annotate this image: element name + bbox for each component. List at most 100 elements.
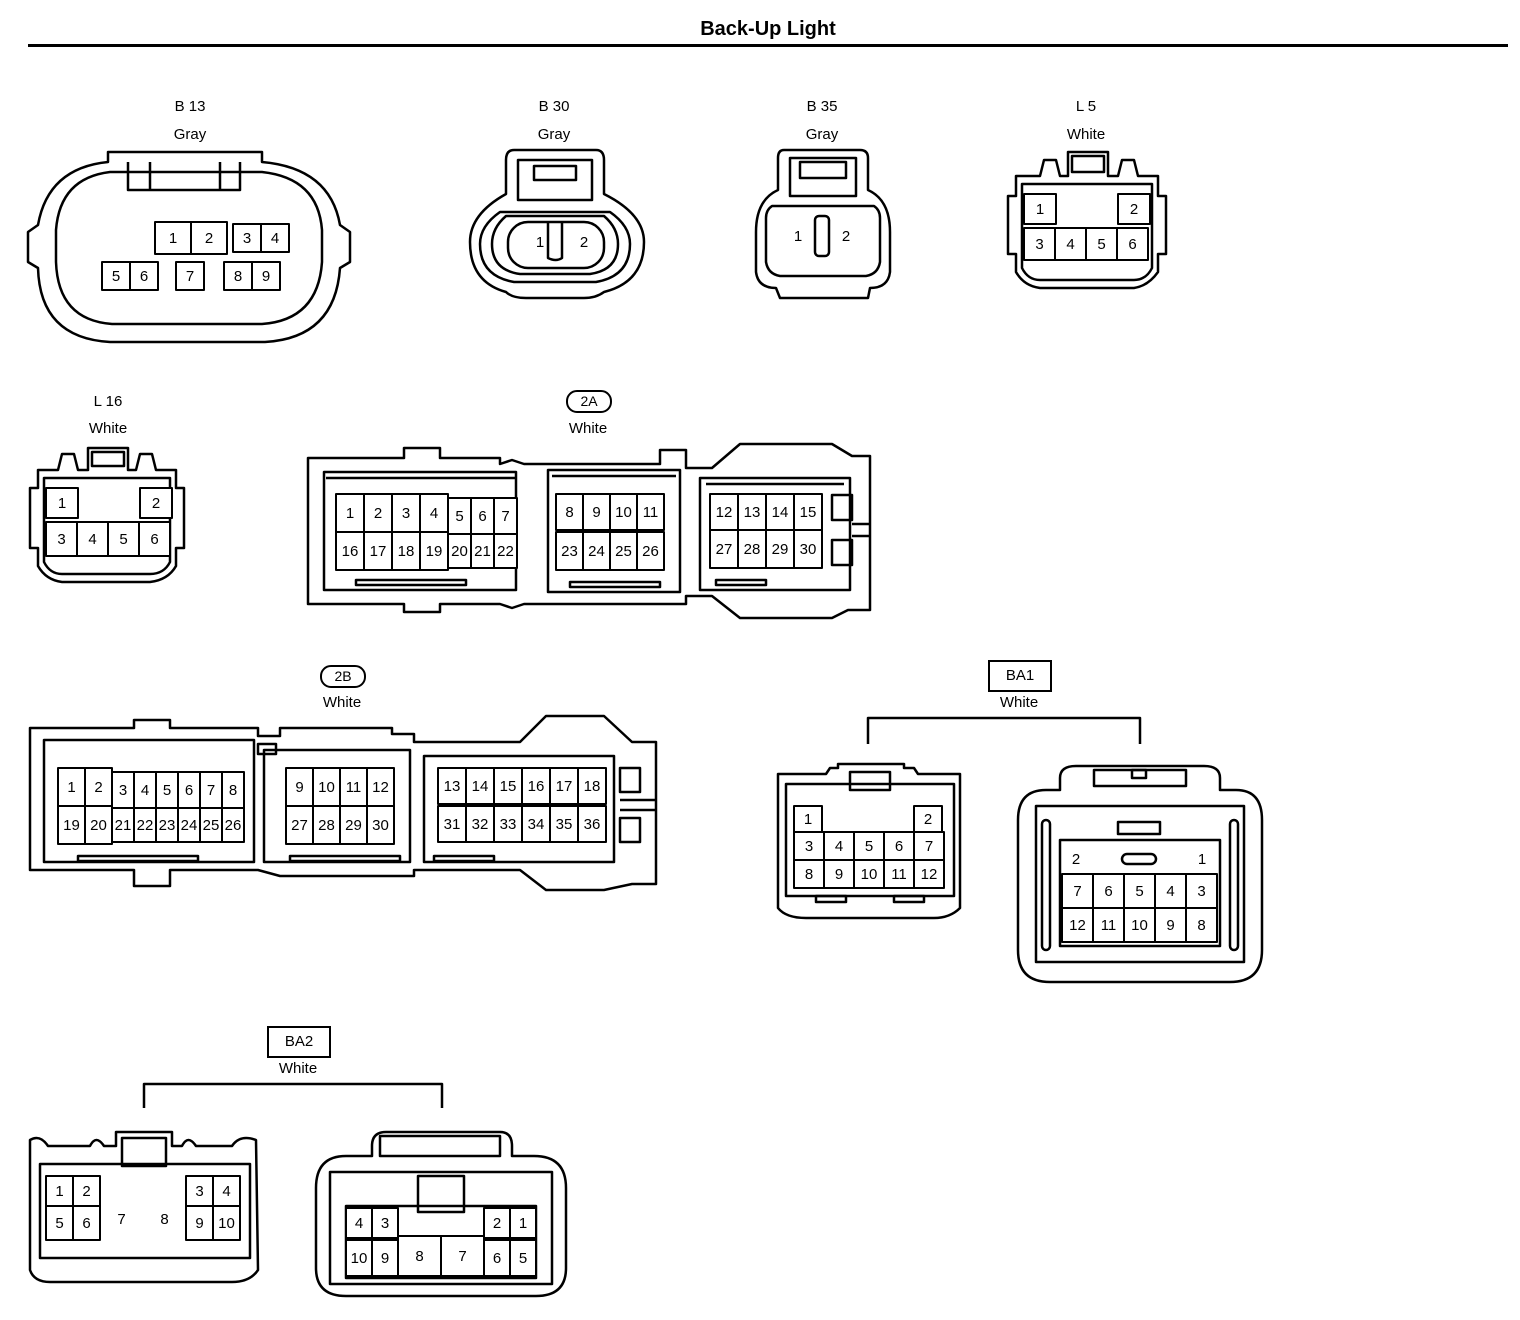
pin-number: 32: [472, 816, 489, 833]
pin-number: 4: [88, 531, 96, 548]
pin-cavity: [483, 1207, 511, 1239]
pin-number: 19: [426, 543, 443, 560]
pin-number: 21: [474, 543, 491, 560]
pin-number: 4: [141, 782, 149, 799]
pin-number: 11: [346, 779, 362, 796]
pin-number: 31: [444, 816, 461, 833]
pin-cavity: [72, 1205, 101, 1241]
pin-number: 3: [57, 531, 65, 548]
b30-color-label: Gray: [537, 126, 571, 143]
ba2-bracket: [142, 1082, 444, 1108]
pin-number: 7: [117, 1211, 125, 1228]
pin-number: 26: [642, 543, 659, 560]
pin-number: 11: [643, 504, 659, 521]
pin-cavity: [391, 531, 421, 571]
pin-number: 26: [225, 817, 242, 834]
pin-number: 34: [528, 816, 545, 833]
pin-number: 9: [295, 779, 303, 796]
pin-cavity: [312, 805, 341, 845]
pin-number: 2: [374, 505, 382, 522]
c2a-color-label: White: [568, 420, 608, 437]
pin-number: 27: [716, 541, 733, 558]
pin-cavity: [577, 805, 607, 843]
pin-number: 8: [805, 866, 813, 883]
l16-code-label: L 16: [93, 393, 123, 410]
pin-number: 11: [1101, 917, 1117, 934]
pin-cavity: [45, 1175, 74, 1207]
pin-number: 7: [501, 508, 509, 525]
pin-cavity: [1085, 227, 1118, 261]
pin-number: 6: [185, 782, 193, 799]
pin-number: 5: [55, 1215, 63, 1232]
pin-number: 1: [519, 1215, 527, 1232]
pin-number: 5: [1135, 883, 1143, 900]
pin-number: 17: [370, 543, 387, 560]
pin-cavity: [1092, 873, 1125, 909]
pin-number: 3: [805, 838, 813, 855]
title-rule: [28, 44, 1508, 47]
pin-cavity: [913, 859, 945, 889]
pin-number: 2: [1130, 201, 1138, 218]
c2a-code-badge: 2A: [566, 390, 612, 413]
pin-number: 1: [58, 495, 66, 512]
pin-number: 2: [924, 811, 932, 828]
pin-number: 9: [835, 866, 843, 883]
pin-cavity: [465, 767, 495, 805]
c2b-code-badge: 2B: [320, 665, 366, 688]
pin-cavity: [129, 261, 159, 291]
pin-number: 3: [402, 505, 410, 522]
pin-number: 1: [346, 505, 354, 522]
pin-number: 1: [1036, 201, 1044, 218]
pin-number: 18: [584, 778, 601, 795]
pin-number: 10: [351, 1250, 368, 1267]
pin-cavity: [138, 521, 171, 557]
pin-number: 14: [772, 504, 789, 521]
pin-number: 2: [842, 228, 850, 245]
pin-cavity: [371, 1207, 399, 1239]
pin-cavity: [465, 805, 495, 843]
pin-cavity: [709, 529, 739, 569]
pin-number: 6: [1128, 236, 1136, 253]
pin-number: 1: [804, 811, 812, 828]
ba2-code-box: BA2: [267, 1026, 331, 1058]
pin-number: 3: [243, 230, 251, 247]
pin-cavity: [45, 521, 78, 557]
pin-number: 17: [556, 778, 573, 795]
pin-number: 6: [895, 838, 903, 855]
pin-number: 2: [152, 495, 160, 512]
pin-number: 4: [430, 505, 438, 522]
l5-code-label: L 5: [1075, 98, 1097, 115]
pin-number: 6: [82, 1215, 90, 1232]
ba1-connector-b-body: [1016, 764, 1264, 984]
ba1-color-label: White: [999, 694, 1039, 711]
pin-cavity: [709, 493, 739, 531]
pin-number: 10: [318, 779, 335, 796]
pin-number: 5: [519, 1250, 527, 1267]
pin-cavity: [793, 831, 825, 861]
pin-number: 20: [90, 817, 107, 834]
pin-number: 2: [82, 1183, 90, 1200]
pin-number: 12: [1069, 917, 1086, 934]
ba2-connector-a-body: [28, 1130, 260, 1284]
pin-number: 10: [1131, 917, 1148, 934]
pin-number: 29: [345, 817, 362, 834]
pin-number: 11: [891, 866, 907, 883]
c2b-color-label: White: [322, 694, 362, 711]
b13-color-label: Gray: [173, 126, 207, 143]
pin-cavity: [609, 531, 638, 571]
pin-cavity: [285, 767, 314, 807]
pin-number: 1: [1198, 851, 1206, 868]
ba1-code-box: BA1: [988, 660, 1052, 692]
pin-cavity: [793, 805, 823, 833]
b13-code-label: B 13: [174, 98, 206, 115]
pin-number: 16: [528, 778, 545, 795]
l5-connector-body: [1006, 150, 1168, 290]
pin-number: 15: [500, 778, 517, 795]
pin-cavity: [1185, 907, 1218, 943]
